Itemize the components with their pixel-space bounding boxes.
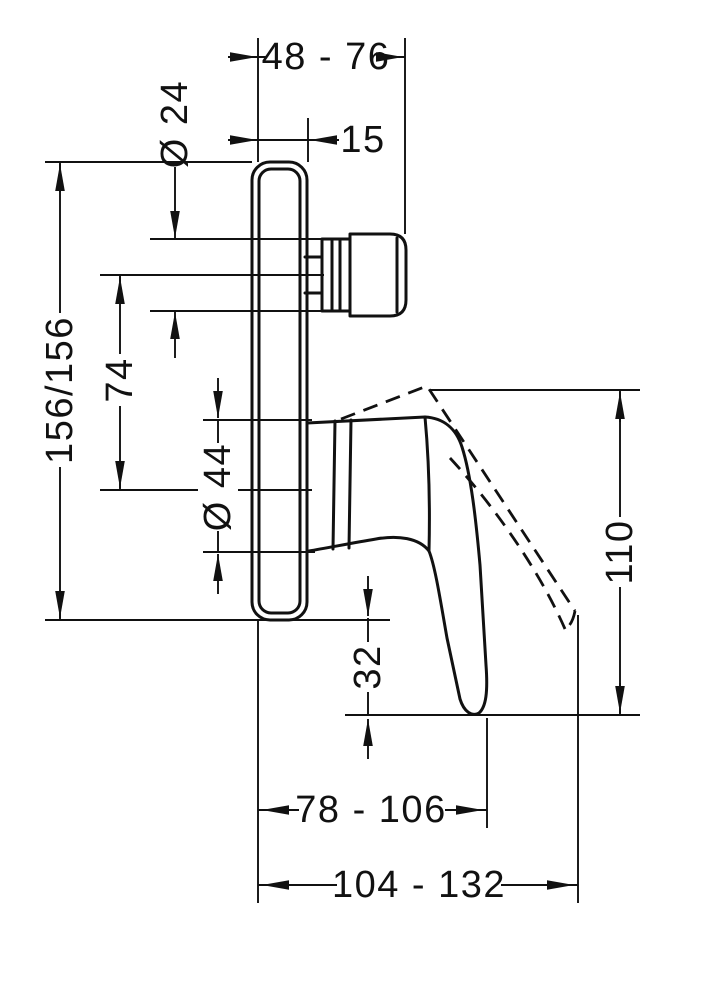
knob-neck	[303, 255, 324, 295]
label-mask	[266, 37, 386, 77]
dim-label-reach-range: 78 - 106	[295, 789, 446, 831]
handle-raised-back-edge	[448, 457, 567, 630]
dim-label-knob-diameter: Ø 24	[154, 80, 196, 168]
control-knob	[303, 232, 408, 318]
label-mask	[40, 313, 80, 467]
handle-raised-top-edge	[340, 384, 577, 612]
label-mask	[600, 517, 640, 587]
extension-lines	[45, 38, 640, 903]
dim-label-handle-height: 110	[599, 519, 641, 584]
label-mask	[198, 443, 238, 531]
handle-outline	[305, 415, 489, 716]
dim-label-depth-range: 48 - 76	[262, 36, 391, 78]
knob-grip	[348, 232, 408, 318]
plate-inner-profile	[257, 167, 302, 615]
dimension-arrows	[55, 52, 625, 890]
label-mask	[299, 790, 445, 830]
dim-label-reach-range-raised: 104 - 132	[332, 864, 506, 906]
dim-label-knob-to-handle: 74	[99, 357, 141, 402]
dim-label-handle-drop: 32	[347, 644, 389, 689]
lever-handle	[305, 415, 489, 716]
lever-handle-raised-position	[340, 384, 577, 631]
dimension-lines	[59, 56, 621, 886]
knob-rings	[320, 237, 352, 313]
label-mask	[337, 865, 501, 905]
dim-label-escutcheon-offset: 15	[340, 119, 385, 161]
escutcheon-plate	[250, 160, 309, 622]
dim-label-hub-diameter: Ø 44	[197, 443, 239, 531]
handle-raised-tip	[564, 610, 577, 631]
label-mask	[100, 354, 140, 406]
dim-label-plate-height: 156/156	[39, 316, 81, 464]
label-mask	[348, 642, 388, 692]
handle-detail-lines	[331, 415, 431, 553]
